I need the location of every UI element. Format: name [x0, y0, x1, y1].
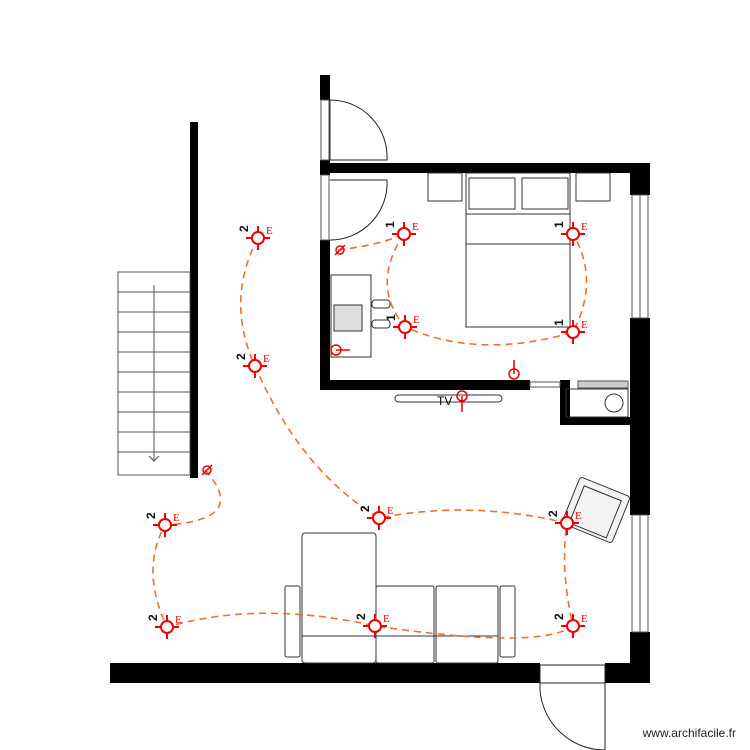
tv-label: TV	[437, 394, 452, 408]
circuit-number: 2	[552, 613, 566, 620]
circuit-number: 1	[552, 221, 566, 228]
fixture-tag: E	[413, 314, 420, 326]
circuit-number: 2	[358, 505, 372, 512]
ceiling-light-icon	[367, 506, 391, 530]
outlet-icon	[508, 360, 520, 380]
circuit-number: 2	[237, 225, 251, 232]
switch-icon	[201, 464, 213, 476]
circuit-number: 2	[144, 512, 158, 519]
outlet-icon	[330, 344, 350, 356]
fixture-tag: E	[581, 319, 588, 331]
ceiling-light-icon	[246, 226, 270, 250]
ceiling-light-icon	[153, 513, 177, 537]
stairs	[117, 271, 191, 476]
ceiling-light-icon	[392, 222, 416, 246]
ceiling-light-icon	[561, 320, 585, 344]
circuit-number: 2	[546, 510, 560, 517]
circuit-number: 1	[383, 221, 397, 228]
fixture-tag: E	[173, 512, 180, 524]
circuit-number: 1	[552, 319, 566, 326]
switches-outlets	[201, 244, 520, 476]
circuit-number: 2	[146, 614, 160, 621]
ceiling-light-icon	[363, 614, 387, 638]
ceiling-light-icon	[561, 222, 585, 246]
circuit-number: 2	[234, 353, 248, 360]
doors	[329, 99, 606, 750]
fixture-tag: E	[412, 221, 419, 233]
ceiling-light-icon	[561, 614, 585, 638]
wiring	[152, 233, 588, 639]
ceiling-light-icon	[243, 354, 267, 378]
tv-unit	[394, 394, 503, 403]
ceiling-light-icon	[155, 615, 179, 639]
living-furniture	[284, 477, 630, 664]
fixture-tag: E	[175, 614, 182, 626]
fixture-tag: E	[581, 221, 588, 233]
fixture-tag: E	[266, 225, 273, 237]
fixture-tag: E	[263, 353, 270, 365]
fixture-tag: E	[383, 613, 390, 625]
fixture-tag: E	[575, 510, 582, 522]
fixture-tag: E	[581, 613, 588, 625]
fixture-tag: E	[387, 505, 394, 517]
bedroom-furniture	[330, 172, 629, 418]
outlet-icon	[456, 390, 468, 412]
ceiling-light-icon	[393, 315, 417, 339]
walls	[110, 75, 650, 683]
windows	[320, 99, 649, 633]
watermark: www.archifacile.fr	[642, 726, 736, 740]
ceiling-light-icon	[555, 511, 579, 535]
circuit-number: 2	[354, 613, 368, 620]
switch-icon	[334, 244, 346, 256]
circuit-number: 1	[384, 314, 398, 321]
